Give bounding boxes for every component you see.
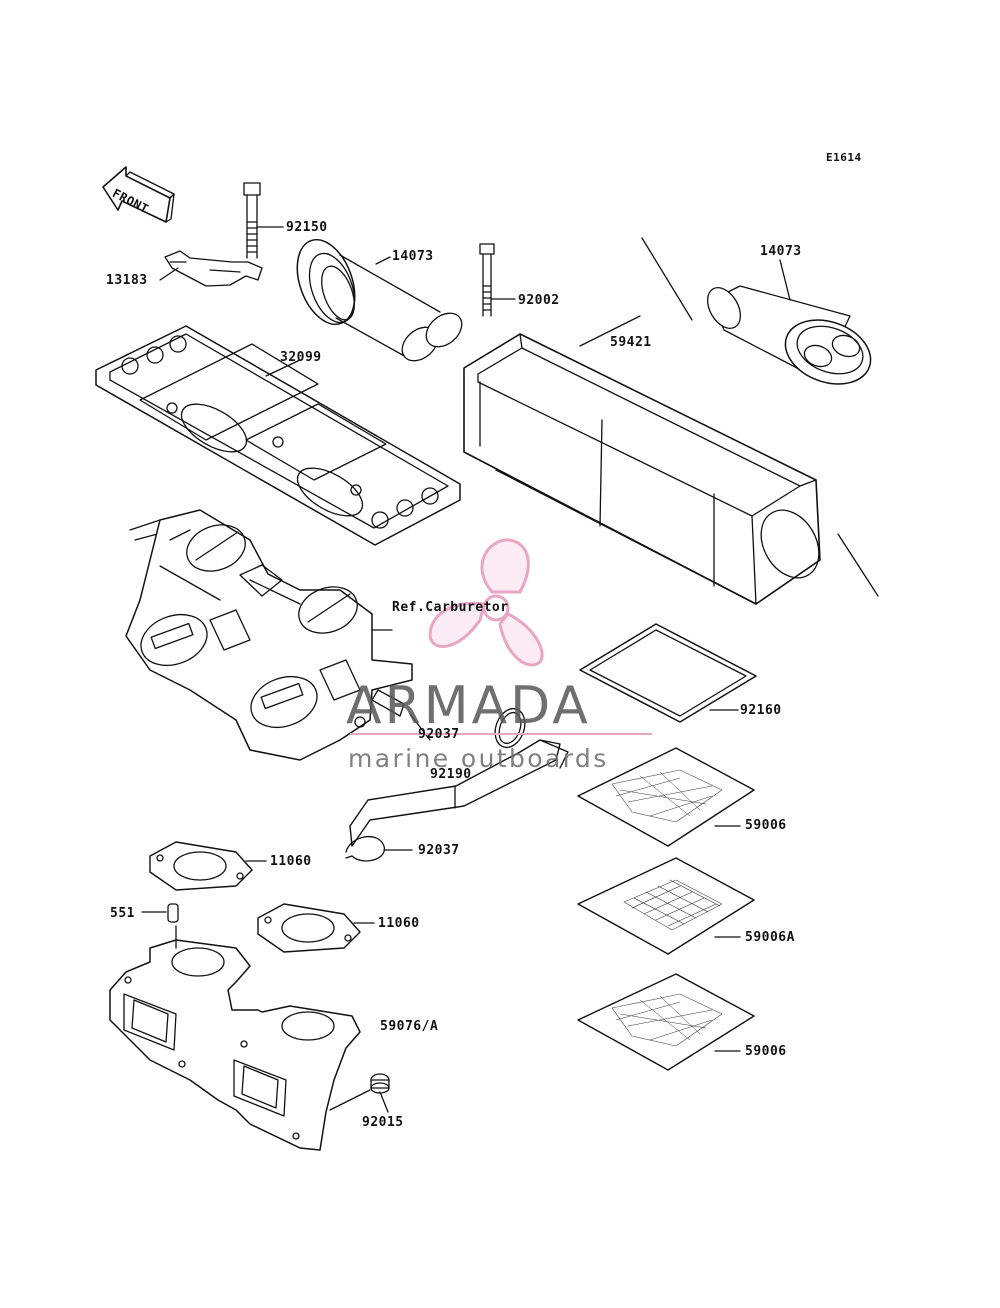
part-label-92015: 92015 [362, 1115, 404, 1130]
intake-duct-14073-right [706, 259, 872, 385]
screen-59006A [577, 857, 755, 955]
gasket-11060-top [149, 841, 267, 891]
base-plate-32099 [95, 325, 461, 546]
part-label-59006-top: 59006 [745, 818, 787, 833]
air-case-59421 [463, 237, 879, 605]
part-label-14073-right: 14073 [760, 244, 802, 259]
intake-duct-14073-left [296, 238, 463, 362]
carburetor-assembly [125, 509, 413, 761]
part-label-11060-top: 11060 [270, 854, 312, 869]
ref-carburetor-label: Ref.Carburetor [392, 600, 509, 615]
part-label-92002: 92002 [518, 293, 560, 308]
bolt-92002 [479, 243, 516, 317]
clamp-92037-bottom [345, 835, 413, 862]
part-label-13183: 13183 [106, 273, 148, 288]
clamp-92037-top [494, 707, 526, 749]
part-label-551: 551 [110, 906, 135, 921]
armada-propeller-logo [428, 538, 544, 667]
part-label-92150: 92150 [286, 220, 328, 235]
nut-92015 [329, 1073, 390, 1113]
manifold-59076A [109, 925, 361, 1151]
part-label-92037-top: 92037 [418, 727, 460, 742]
part-label-32099: 32099 [280, 350, 322, 365]
part-label-59006-bottom: 59006 [745, 1044, 787, 1059]
bracket-13183 [159, 250, 263, 287]
watermark-title: ARMADA [346, 676, 591, 736]
part-label-92190: 92190 [430, 767, 472, 782]
pin-551 [141, 903, 179, 923]
diagram-code: E1614 [826, 151, 862, 164]
part-label-59076A: 59076/A [380, 1019, 439, 1034]
part-label-59006A: 59006A [745, 930, 795, 945]
gasket-92160 [579, 623, 757, 723]
part-label-92037-bottom: 92037 [418, 843, 460, 858]
front-arrow-icon [102, 166, 175, 223]
watermark-subtitle: marine outboards [348, 744, 609, 773]
bolt-92150 [243, 182, 284, 259]
part-label-11060-bottom: 11060 [378, 916, 420, 931]
gasket-11060-bottom [257, 903, 375, 953]
part-label-92160: 92160 [740, 703, 782, 718]
screen-59006-bottom [577, 973, 755, 1071]
screen-59006-top [577, 747, 755, 847]
hose-92190 [349, 739, 569, 847]
part-label-59421: 59421 [610, 335, 652, 350]
elbow-fitting [371, 689, 431, 741]
part-label-14073-left: 14073 [392, 249, 434, 264]
